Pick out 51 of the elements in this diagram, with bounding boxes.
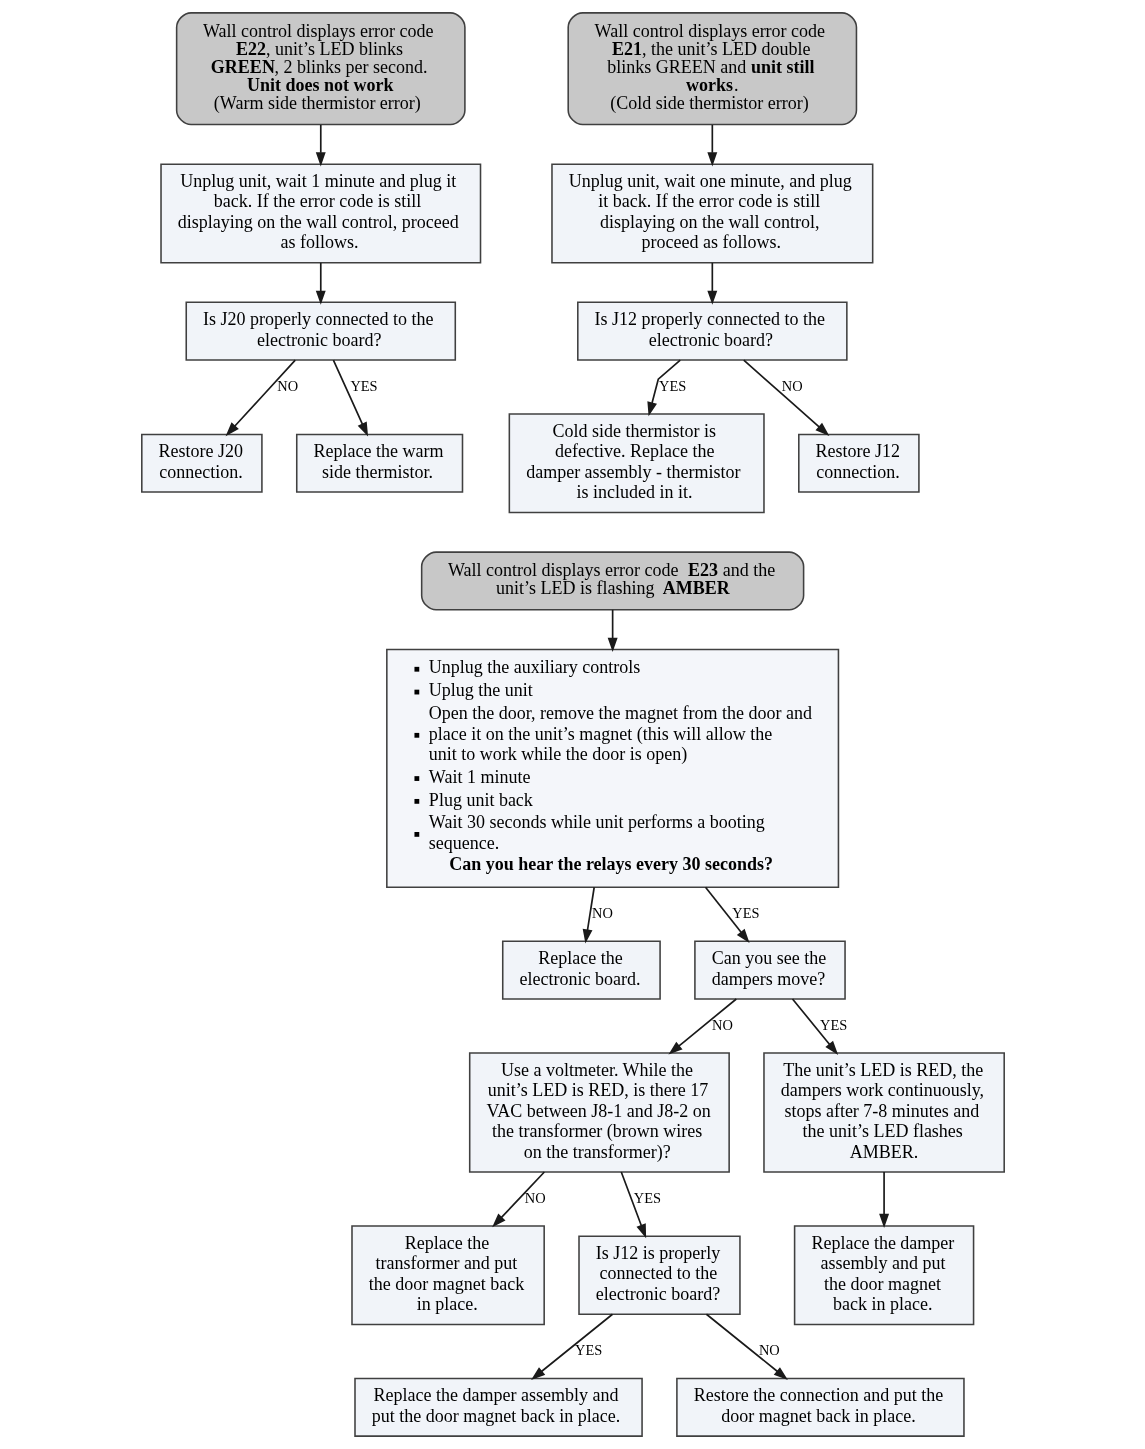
arrow bbox=[706, 124, 717, 167]
node-box: Use a voltmeter. While the unit’s LED is RED, is there 17 VAC between J8-1 and J8-2 on the transformer (brown wires on the transformer)? bbox=[468, 1052, 730, 1173]
edge-label: YES bbox=[349, 377, 378, 394]
node-box: Unplug unit, wait 1 minute and plug it back. If the error code is still displaying on the wall control, proceed as follows. bbox=[159, 163, 481, 264]
edge-label: YES bbox=[819, 1016, 847, 1033]
node-box: Wall control displays error code E23 and the unit’s LED is flashing AMBER bbox=[420, 551, 804, 611]
arrow bbox=[791, 998, 838, 1055]
edge-label: NO bbox=[524, 1189, 546, 1206]
edge-label: YES bbox=[574, 1342, 602, 1359]
edge-label: YES bbox=[731, 905, 760, 921]
arrow bbox=[742, 359, 829, 436]
arrow bbox=[225, 359, 296, 437]
edge-label: NO bbox=[781, 377, 803, 394]
node-box: Cold side thermistor is defective. Replace the damper assembly - thermistor is included in it. bbox=[508, 413, 765, 514]
arrow bbox=[878, 1171, 889, 1228]
node-box: Restore J20 connection. bbox=[140, 433, 263, 493]
node-box: Wall control displays error code E21, the unit’s LED double blinks GREEN and unit still works. (Cold side thermistor error) bbox=[566, 12, 857, 126]
node-box: Is J12 properly connected to the electronic board? bbox=[576, 301, 848, 361]
arrow bbox=[332, 359, 368, 437]
node-box: Replace the transformer and put the door magnet back in place. bbox=[350, 1225, 545, 1326]
arrow bbox=[315, 262, 326, 305]
arrow bbox=[705, 1313, 788, 1380]
arrow bbox=[704, 886, 750, 944]
node-box: Is J12 is properly connected to the electronic board? bbox=[577, 1235, 741, 1315]
edge-label: YES bbox=[658, 377, 686, 394]
edge-label: NO bbox=[591, 905, 613, 921]
edge-label: YES bbox=[633, 1189, 661, 1206]
node-box: Replace the electronic board. bbox=[501, 940, 661, 1000]
node-box: Restore the connection and put the door magnet back in place. bbox=[675, 1377, 965, 1437]
arrow bbox=[607, 609, 618, 652]
node-box: Replace the warm side thermistor. bbox=[295, 433, 463, 493]
edge-label: NO bbox=[276, 377, 298, 394]
node-box: Restore J12 connection. bbox=[797, 433, 920, 493]
node-box: Unplug unit, wait one minute, and plug it back. If the error code is still displaying on the wall control, proceed as follows. bbox=[550, 163, 873, 264]
arrow bbox=[530, 1313, 613, 1380]
arrow bbox=[706, 262, 717, 305]
edge-label: NO bbox=[711, 1016, 733, 1033]
arrow bbox=[619, 1171, 646, 1239]
arrow bbox=[646, 359, 681, 417]
node-box: Replace the damper assembly and put the door magnet back in place. bbox=[353, 1377, 643, 1437]
arrow bbox=[491, 1171, 545, 1228]
node-box: Is J20 properly connected to the electronic board? bbox=[184, 301, 456, 361]
node-box: The unit’s LED is RED, the dampers work continuously, stops after 7-8 minutes and the unit’s LED flashes AMBER. bbox=[762, 1052, 1005, 1173]
arrow bbox=[582, 886, 595, 944]
arrow bbox=[667, 998, 737, 1055]
edge-label: NO bbox=[758, 1342, 780, 1359]
node-box: Can you see the dampers move? bbox=[693, 940, 846, 1000]
node-box: Replace the damper assembly and put the door magnet back in place. bbox=[793, 1225, 974, 1326]
node-box: Unplug the auxiliary controls Uplug the unit Open the door, remove the magnet from the door and place it on the unit’s magnet (this will allow the unit to work while the door is open) Wait 1 minute Plug unit back Wait 30 seconds while unit performs a booting sequence. Can you hear the relays every 30 seconds? bbox=[385, 648, 839, 889]
node-box: Wall control displays error code E22, unit’s LED blinks GREEN, 2 blinks per second. Unit does not work (Warm side thermistor error) bbox=[175, 12, 466, 126]
arrow bbox=[315, 124, 326, 167]
